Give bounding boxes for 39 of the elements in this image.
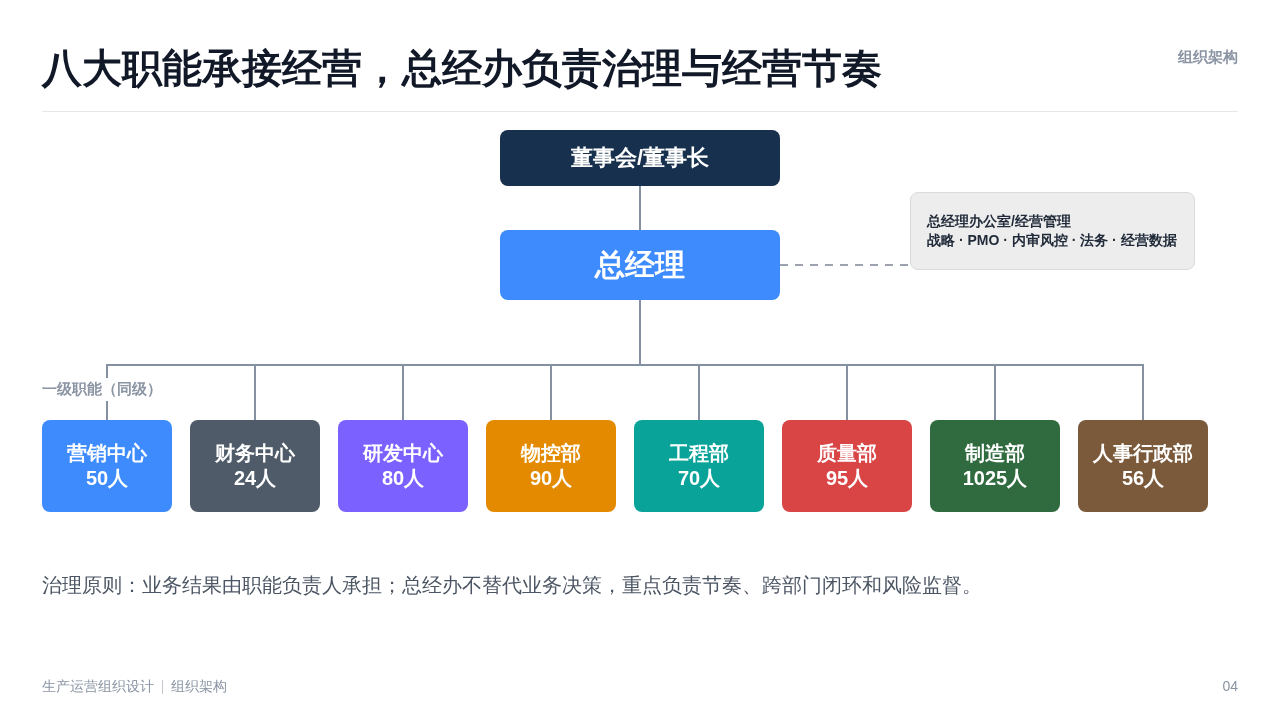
node-detail: 战略 · PMO · 内审风控 · 法务 · 经营数据	[927, 231, 1177, 250]
node-detail: 90人	[529, 466, 573, 491]
footer-text: 组织架构	[171, 677, 227, 696]
board-box	[500, 130, 780, 186]
page-number: 04	[1222, 677, 1238, 696]
node-detail: 80人	[381, 466, 425, 491]
node-detail: 1025人	[962, 466, 1028, 491]
function-box	[930, 420, 1060, 512]
node-title: 工程部	[669, 441, 729, 466]
node-title: 财务中心	[215, 441, 295, 466]
node-title: 质量部	[817, 441, 877, 466]
footer-text: 生产运营组织设计	[42, 677, 154, 696]
function-box	[338, 420, 468, 512]
dashed-connector	[779, 264, 911, 266]
node-detail: 50人	[85, 466, 129, 491]
title: 八大职能承接经营，总经办负责治理与经营节奏	[42, 45, 882, 92]
office-card	[910, 192, 1195, 270]
function-box	[1078, 420, 1208, 512]
node-title: 研发中心	[363, 441, 443, 466]
node-title: 物控部	[521, 441, 581, 466]
node-detail: 70人	[677, 466, 721, 491]
manager-box	[500, 230, 780, 300]
function-box	[486, 420, 616, 512]
function-box	[190, 420, 320, 512]
function-box	[634, 420, 764, 512]
node-title: 董事会/董事长	[570, 144, 710, 172]
node-detail: 24人	[233, 466, 277, 491]
node-title: 营销中心	[67, 441, 147, 466]
section-tag: 组织架构	[1178, 46, 1238, 69]
governance-note: 治理原则：业务结果由职能负责人承担；总经办不替代业务决策，重点负责节奏、跨部门闭环和风险监督。	[42, 573, 982, 598]
node-title: 总经理办公室/经营管理	[927, 211, 1071, 231]
function-box	[42, 420, 172, 512]
node-detail: 95人	[825, 466, 869, 491]
node-title: 总经理	[595, 247, 685, 284]
node-title: 人事行政部	[1093, 441, 1193, 466]
connector-line	[639, 185, 641, 231]
function-box	[782, 420, 912, 512]
node-title: 制造部	[965, 441, 1025, 466]
node-detail: 56人	[1121, 466, 1165, 491]
